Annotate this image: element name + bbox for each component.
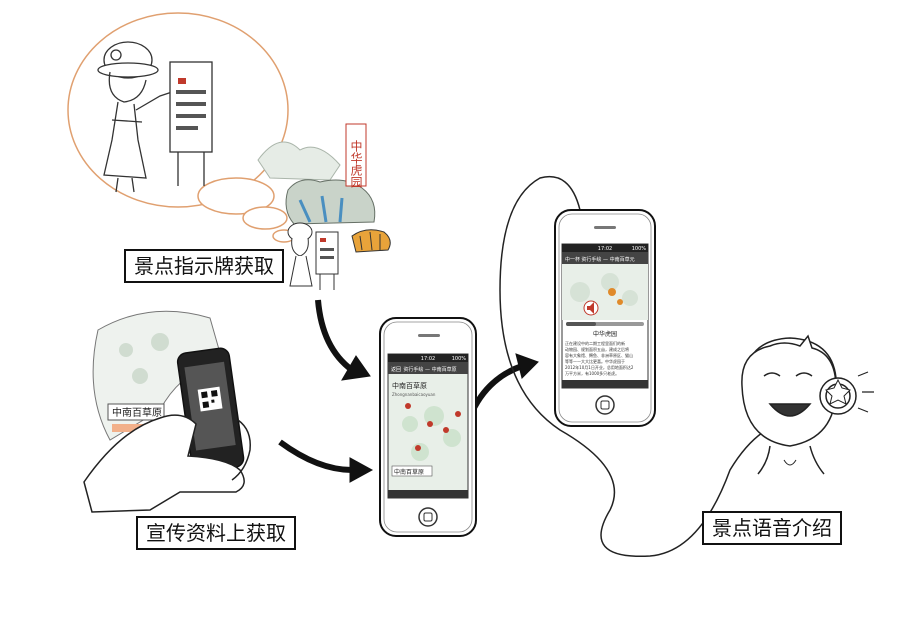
sign-title: 中华虎园	[349, 139, 363, 189]
phone-center-footer-brand: 中南百草原	[394, 468, 424, 476]
home-button-icon[interactable]	[418, 507, 438, 527]
girl-reading-sign	[97, 41, 213, 193]
article-line: 等等——大大比更喜。中华虎园于	[565, 358, 625, 364]
phone-right-back-button[interactable]: 中一杯	[565, 256, 580, 263]
phone-center-title: 资行手绘 — 中南百草原	[403, 366, 456, 373]
label-audio-guide: 景点语音介绍	[702, 511, 842, 545]
label-brochure-scan: 宣传资料上获取	[136, 516, 296, 550]
label-sign-scan: 景点指示牌获取	[124, 249, 284, 283]
speaker-icon[interactable]	[583, 300, 599, 316]
article-line: 万平方米，有1000多只老虎。	[565, 370, 619, 376]
home-button-icon[interactable]	[595, 395, 615, 415]
scenic-area-drawing	[257, 123, 391, 290]
article-line: 2012年10月1日开业，总用地面积达2	[565, 364, 634, 370]
article-line: 容有大象馆、鳄鱼、非洲草原区、猫山	[565, 352, 633, 358]
article-line: 动物园、规划面积五亩，建成之后将	[565, 346, 629, 352]
phone-center	[379, 317, 477, 537]
phone-center-status-time: 17:02	[421, 356, 435, 362]
phone-right-status-time: 17:02	[598, 246, 612, 252]
phone-right-title: 资行手绘 — 中南百草元	[581, 256, 634, 263]
brochure-scan-drawing: 中南百草原	[83, 310, 251, 513]
phone-right-status-battery: 100%	[632, 246, 647, 252]
phone-center-status-battery: 100%	[452, 356, 467, 362]
tiger-drawing	[351, 229, 391, 253]
phone-center-brand: 中南百草原	[392, 381, 427, 390]
phone-right	[554, 209, 656, 427]
phone-right-article-body: 正在建设中的二期工程里面们的新动物园、规划面积五亩，建成之后将容有大象馆、鳄鱼、…	[565, 340, 634, 376]
phone-right-article-title: 中华虎园	[593, 330, 617, 338]
boy-with-headphones	[741, 334, 874, 475]
phone-center-brand-en: Zhongnanbaicaoyuan	[392, 392, 436, 397]
article-line: 正在建设中的二期工程里面们的新	[565, 340, 625, 346]
phone-center-back-button[interactable]: 返回	[391, 366, 401, 373]
brochure-brand: 中南百草原	[112, 406, 162, 419]
headphone-cable	[499, 176, 801, 558]
